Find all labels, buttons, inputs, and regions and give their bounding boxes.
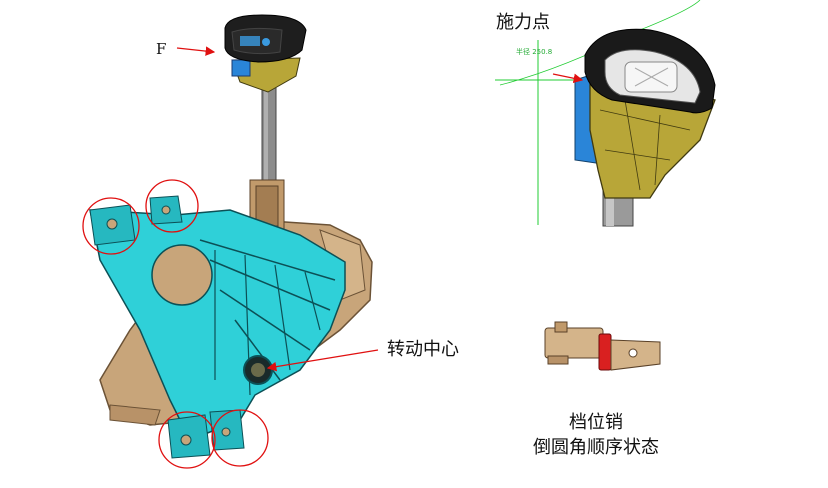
force-arrow bbox=[176, 46, 216, 56]
highlight-circles bbox=[82, 179, 269, 469]
force-point-label: 施力点 bbox=[496, 12, 550, 33]
pin-label-line1: 档位销 bbox=[569, 412, 623, 433]
rotation-center-arrow bbox=[266, 349, 379, 372]
cyan-bracket bbox=[89, 195, 346, 459]
pin-label-line2: 倒圆角顺序状态 bbox=[533, 437, 659, 458]
shift-knob bbox=[224, 14, 307, 93]
shifter-assembly bbox=[82, 14, 379, 469]
shift-pin bbox=[544, 321, 661, 371]
radius-tag: 半径 250.8 bbox=[516, 47, 552, 56]
force-label: F bbox=[156, 40, 167, 58]
knob-detail: 半径 250.8 bbox=[495, 0, 716, 227]
rotation-center-label: 转动中心 bbox=[387, 339, 459, 360]
shift-shaft bbox=[249, 79, 285, 233]
